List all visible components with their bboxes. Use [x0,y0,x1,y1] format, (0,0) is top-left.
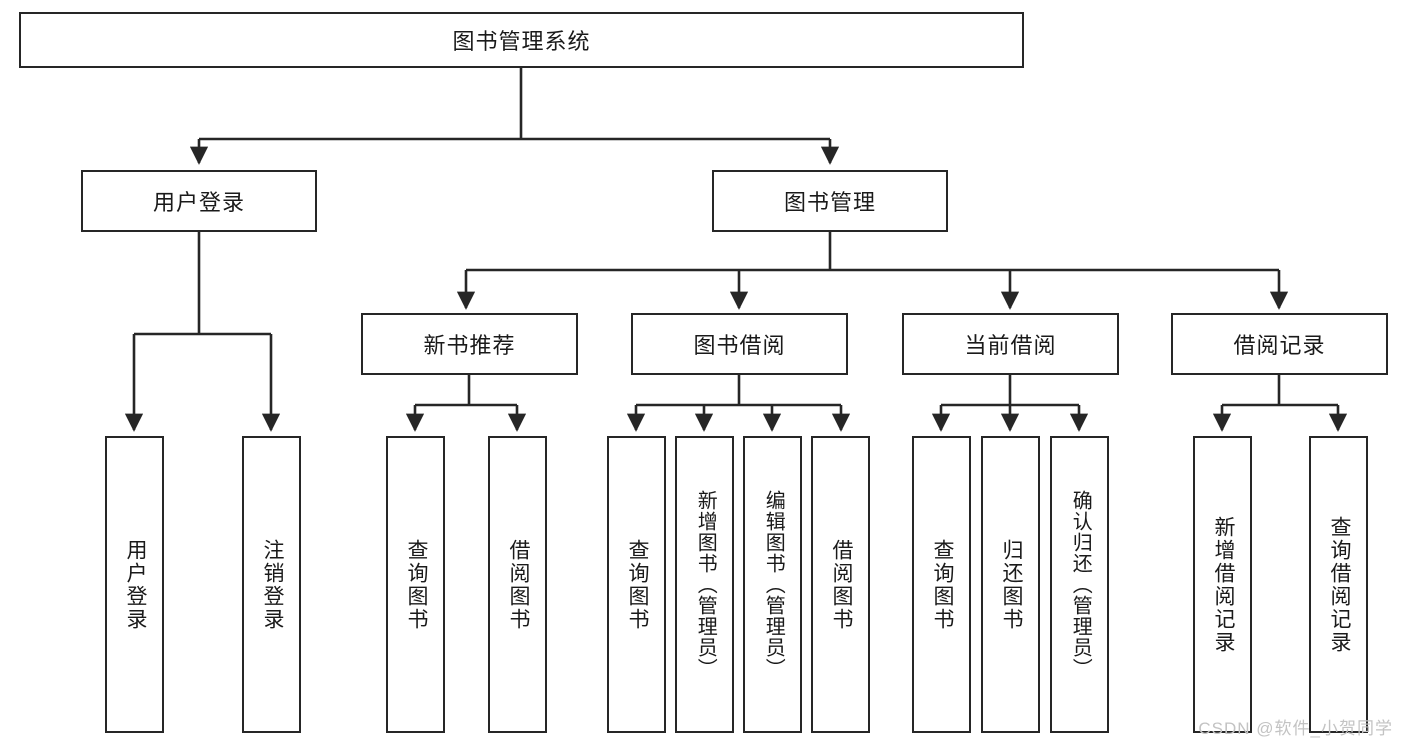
leaf-borrow-book-new[interactable]: 借阅图书 [488,436,547,733]
leaf-query-borrow-record[interactable]: 查询借阅记录 [1309,436,1368,733]
node-user-login[interactable]: 用户登录 [81,170,317,232]
node-book-management[interactable]: 图书管理 [712,170,948,232]
leaf-query-book-new[interactable]: 查询图书 [386,436,445,733]
node-root[interactable]: 图书管理系统 [19,12,1024,68]
leaf-user-login[interactable]: 用户登录 [105,436,164,733]
leaf-query-book[interactable]: 查询图书 [607,436,666,733]
leaf-edit-book-admin[interactable]: 编辑图书（管理员） [743,436,802,733]
node-current-borrow[interactable]: 当前借阅 [902,313,1119,375]
watermark: CSDN @软件_小贺同学 [1198,719,1393,738]
node-new-book-recommend[interactable]: 新书推荐 [361,313,578,375]
node-book-borrow[interactable]: 图书借阅 [631,313,848,375]
leaf-add-book-admin[interactable]: 新增图书（管理员） [675,436,734,733]
leaf-add-borrow-record[interactable]: 新增借阅记录 [1193,436,1252,733]
node-borrow-record[interactable]: 借阅记录 [1171,313,1388,375]
leaf-user-logout[interactable]: 注销登录 [242,436,301,733]
leaf-query-book-current[interactable]: 查询图书 [912,436,971,733]
leaf-confirm-return-admin[interactable]: 确认归还（管理员） [1050,436,1109,733]
leaf-return-book[interactable]: 归还图书 [981,436,1040,733]
leaf-borrow-book[interactable]: 借阅图书 [811,436,870,733]
